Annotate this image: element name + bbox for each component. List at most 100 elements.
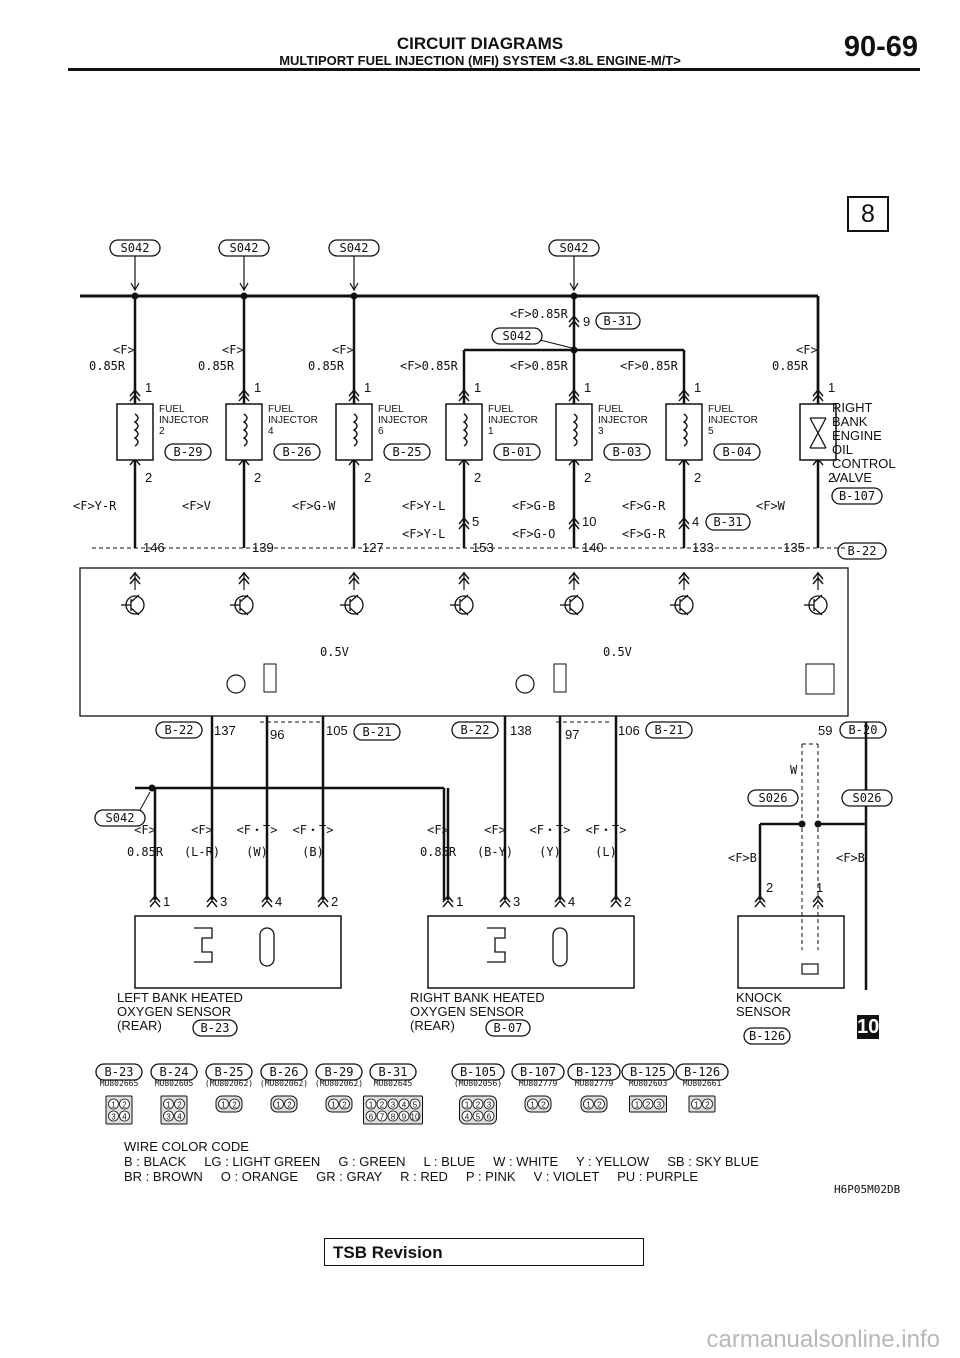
header-rule: [68, 68, 920, 71]
injector-pin-bottom: 2: [145, 470, 152, 485]
knock-pin: 59: [818, 723, 832, 738]
connector-pin-number: 1: [530, 1101, 535, 1110]
wire-top-label-a: <F>: [796, 343, 818, 357]
o2-right-wire-label-b: (B-Y): [477, 845, 513, 859]
o2-right-element: [487, 927, 506, 963]
connector-pin-cell: [163, 1110, 174, 1122]
lower-left-conn-c: B-21: [363, 725, 392, 739]
injector-connector-3: B-25: [393, 445, 422, 459]
connector-pin-number: 3: [111, 1113, 116, 1122]
transistor-collector: [569, 594, 579, 603]
via-connector: [678, 516, 690, 530]
o2-right-connector-pin: [610, 894, 622, 908]
wire-top-label: <F>0.85R: [620, 359, 679, 373]
feed-connector-id-frame: [595, 312, 641, 330]
table-connector-B-29-frame: [315, 1063, 363, 1081]
injector-pin-top: 1: [145, 380, 152, 395]
o2-left-body: [134, 915, 342, 989]
wire-top-label: <F>0.85R: [400, 359, 459, 373]
table-connector-B-23-frame: [95, 1063, 143, 1081]
connector-pin-number: 2: [646, 1101, 651, 1110]
table-connector-B-31-frame: [369, 1063, 417, 1081]
o2-left-wire-label-b: 0.85R: [127, 845, 164, 859]
table-connector-B-123: B-123: [576, 1065, 612, 1079]
connector-pin-cell: [108, 1098, 119, 1110]
wire-top-label-b: 0.85R: [308, 359, 345, 373]
sheet-number-box: 8: [847, 196, 889, 232]
table-connector-B-126-frame: [675, 1063, 729, 1081]
lower-right-conn-c-frame: [645, 721, 693, 739]
wire-bottom2-label: <F>Y-L: [402, 527, 445, 541]
connector-pin-number: 7: [380, 1113, 385, 1122]
table-connector-B-126: B-126: [684, 1065, 720, 1079]
injector-body-7: [799, 403, 837, 461]
connector-pin-number: 2: [541, 1101, 546, 1110]
splice-s042-mid-frame: [491, 327, 543, 345]
connector-pin-cell: [409, 1110, 421, 1122]
wire-bottom-label-3: <F>G-W: [292, 499, 336, 513]
injector-pin-top: 1: [254, 380, 261, 395]
splice-s026-left: S026: [759, 791, 788, 805]
injector-connector-4: B-01: [503, 445, 532, 459]
o2-left-wire-label-b: (L-R): [184, 845, 220, 859]
o2-left-element: [194, 927, 213, 963]
injector-connector-6-frame: [713, 443, 761, 461]
transistor-emitter: [813, 607, 823, 616]
injector-body-2: [225, 403, 263, 461]
ecm-driver-transistor-4: [450, 594, 474, 616]
connector-pin-number: 9: [402, 1113, 407, 1122]
splice-s042-lower-frame: [94, 809, 146, 827]
injector-coil-5: [572, 413, 578, 447]
o2-right-connector-id-frame: [485, 1019, 531, 1037]
connector-pin-cell: [398, 1110, 410, 1122]
ecm-connector-upper: B-22: [848, 544, 877, 558]
o2-left-connector-pin: [317, 894, 329, 908]
o2-left-connector-id: B-23: [201, 1021, 230, 1035]
wire-top-label-a: <F>: [222, 343, 244, 357]
wire-top-label-b: 0.85R: [772, 359, 809, 373]
connector-pin-cell: [376, 1098, 388, 1110]
table-part-B-125: MU802603: [629, 1079, 668, 1088]
lower-left-pin-b: 96: [270, 727, 284, 742]
o2-right-connector-pin: [554, 894, 566, 908]
injector-body-1: [116, 403, 154, 461]
table-connector-B-125-frame: [621, 1063, 675, 1081]
injector-coil-2: [242, 413, 248, 447]
injector-connector-4-frame: [493, 443, 541, 461]
injector-pin-top: 1: [474, 380, 481, 395]
ecm-driver-transistor-1: [121, 594, 145, 616]
knock-pin-1: 1: [816, 880, 823, 895]
table-part-B-26: (MU802062): [260, 1079, 308, 1088]
connector-pin-cell: [472, 1098, 484, 1110]
connector-pin-cell: [163, 1098, 174, 1110]
connector-pin-cell: [339, 1098, 350, 1110]
transistor-emitter: [349, 607, 359, 616]
o2-left-connector-pin: [261, 894, 273, 908]
connector-pin-number: 8: [391, 1113, 396, 1122]
knock-sensor-body: [737, 915, 845, 989]
connector-pin-number: 1: [221, 1101, 226, 1110]
injector-coil-4: [462, 413, 468, 447]
connector-pin-cell: [483, 1110, 495, 1122]
injector-pin-bottom: 2: [584, 470, 591, 485]
table-connector-B-107: B-107: [520, 1065, 556, 1079]
table-connector-B-25-frame: [205, 1063, 253, 1081]
transistor-collector: [679, 594, 689, 603]
table-connector-B-125: B-125: [630, 1065, 666, 1079]
table-part-B-123: MU802779: [575, 1079, 614, 1088]
wire-bottom2-label: <F>G-O: [512, 527, 555, 541]
connector-pin-number: 3: [487, 1101, 492, 1110]
knock-conn: B-20: [849, 723, 878, 737]
wire-color-legend: WIRE COLOR CODE B : BLACK LG : LIGHT GRE…: [124, 1139, 759, 1184]
connector-pin-number: 1: [166, 1101, 171, 1110]
transistor-collector: [239, 594, 249, 603]
injector-pin-top: 1: [364, 380, 371, 395]
lower-left-pin-c: 105: [326, 723, 348, 738]
o2-right-connector-pin: [499, 894, 511, 908]
injector-pin-bottom: 2: [364, 470, 371, 485]
